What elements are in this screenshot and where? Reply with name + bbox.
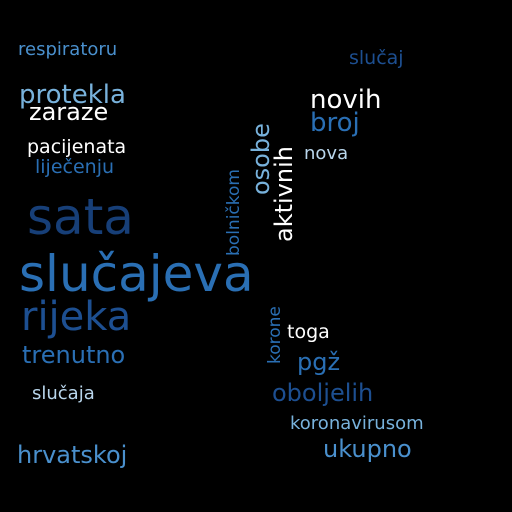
word-slucaja: slučaja: [32, 383, 95, 404]
word-sata: sata: [27, 188, 134, 246]
word-slucaj: slučaj: [349, 47, 404, 69]
word-respiratoru: respiratoru: [18, 39, 118, 60]
word-pacijenata: pacijenata: [27, 136, 127, 158]
word-hrvatskoj: hrvatskoj: [17, 441, 128, 469]
word-novih: novih: [310, 85, 382, 115]
word-ukupno: ukupno: [323, 435, 412, 463]
word-koronavirusom: koronavirusom: [290, 413, 424, 434]
word-slucajeva: slučajeva: [19, 245, 254, 303]
word-oboljelih: oboljelih: [272, 379, 374, 407]
word-korone: korone: [265, 306, 285, 364]
word-bolnickom: bolničkom: [224, 169, 244, 256]
word-toga: toga: [287, 321, 330, 343]
word-pgz: pgž: [297, 348, 341, 376]
word-trenutno: trenutno: [22, 341, 126, 369]
word-protekla: protekla: [19, 80, 126, 110]
word-aktivnih: aktivnih: [270, 146, 298, 242]
word-rijeka: rijeka: [21, 294, 132, 340]
word-nova: nova: [304, 143, 349, 164]
word-broj: broj: [310, 108, 360, 138]
word-lijecenju: liječenju: [35, 156, 115, 178]
word-zaraze: zaraze: [29, 98, 109, 126]
